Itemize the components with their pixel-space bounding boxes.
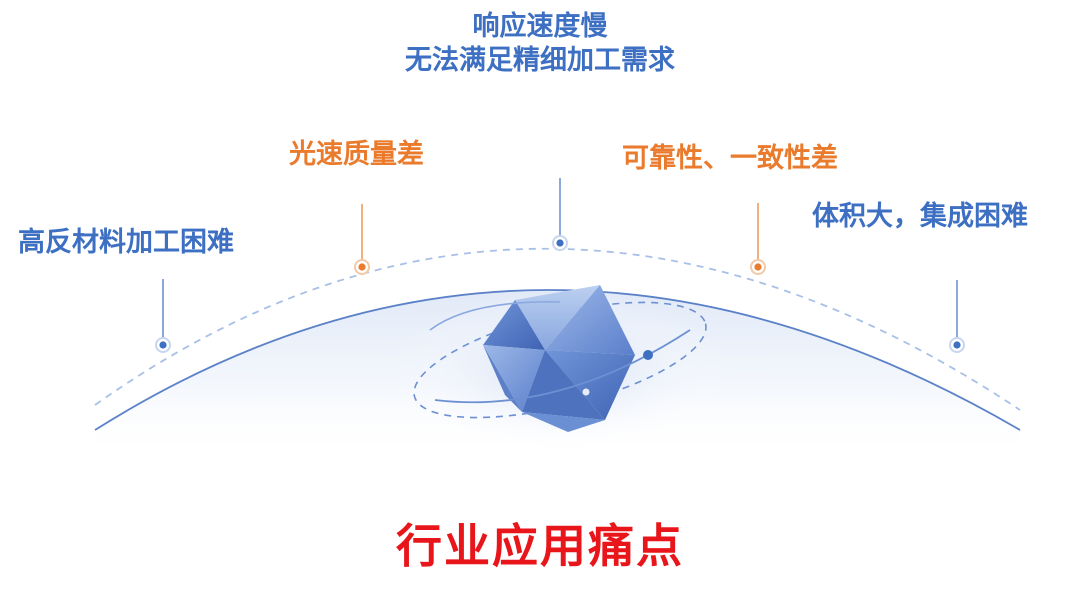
dashed-arc [94, 247, 1021, 411]
pain-point-reliability: 可靠性、一致性差 [622, 143, 838, 174]
pain-point-top-line2: 无法满足精细加工需求 [405, 44, 675, 76]
marker-top [552, 235, 568, 251]
pain-point-top-line1: 响应速度慢 [472, 11, 608, 42]
marker-left-mid [354, 259, 370, 275]
marker-right [949, 337, 965, 353]
pain-point-response-speed: 响应速度慢 无法满足精细加工需求 [0, 10, 1080, 78]
marker-left [155, 337, 171, 353]
page-title: 行业应用痛点 [396, 519, 684, 573]
pain-point-high-reflective-material: 高反材料加工困难 [18, 227, 234, 258]
marker-right-mid [750, 259, 766, 275]
dome-outline [94, 289, 1021, 431]
pain-point-beam-quality: 光速质量差 [289, 139, 424, 170]
crystal-polyhedron-icon [390, 285, 730, 452]
pain-point-large-volume: 体积大，集成困难 [812, 201, 1028, 232]
